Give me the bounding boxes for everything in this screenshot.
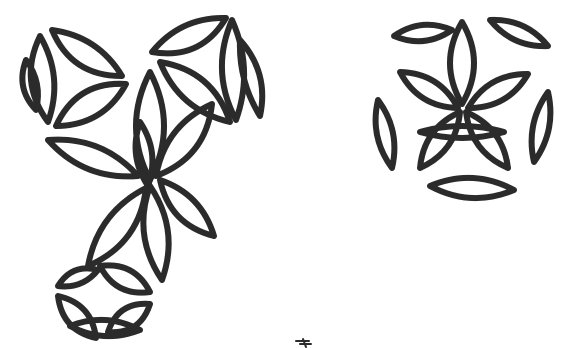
left-petal-cluster: [22, 18, 262, 338]
petal-2: [48, 140, 138, 177]
petal-3: [468, 74, 528, 108]
petal-3: [88, 188, 146, 266]
petal-6: [394, 25, 452, 41]
top-left-trefoil: [22, 30, 126, 126]
bottom-trefoil: [58, 265, 150, 338]
petal-11: [420, 126, 504, 138]
stray-pen-marks: [296, 339, 311, 347]
right-petal-cluster: [376, 20, 551, 198]
petal-7: [490, 20, 548, 46]
petal-1: [152, 18, 226, 53]
petal-1: [450, 22, 474, 104]
petal-8: [376, 100, 395, 168]
petal-10: [430, 178, 514, 198]
petal-5: [70, 320, 140, 336]
petal-9: [532, 92, 551, 162]
round-flower: [376, 20, 551, 198]
petal-4: [58, 268, 98, 286]
stray-pen-mark: [296, 339, 311, 347]
petal-2: [52, 30, 122, 76]
petal-3: [56, 84, 126, 126]
petal-1: [100, 265, 150, 292]
